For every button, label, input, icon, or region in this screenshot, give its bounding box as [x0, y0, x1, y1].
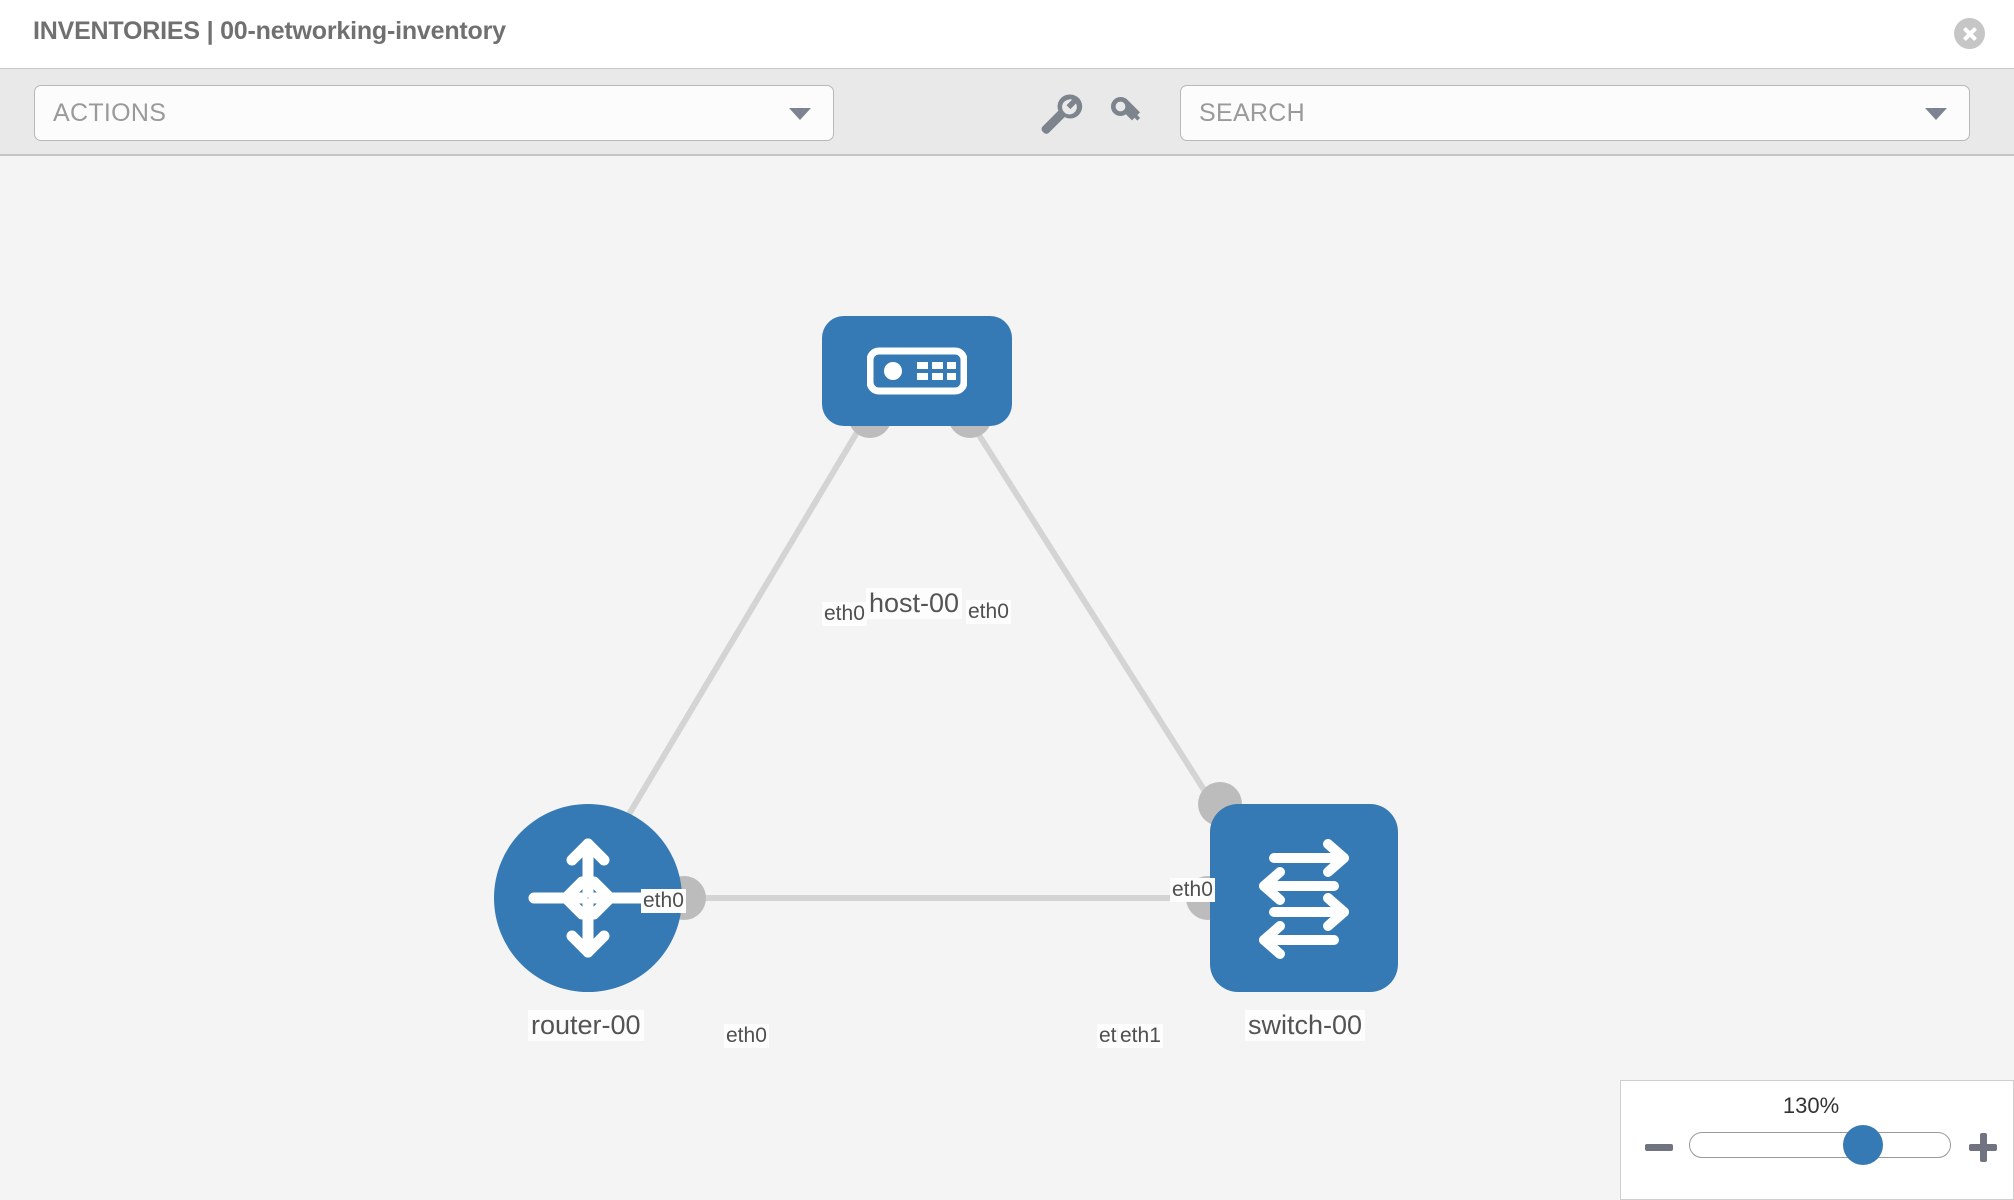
- if-label-host-left: eth0: [822, 602, 867, 626]
- link-host-router[interactable]: [607, 422, 865, 848]
- minus-icon: [1645, 1144, 1673, 1151]
- if-label-switch-left: eth1: [1118, 1024, 1163, 1048]
- actions-dropdown[interactable]: ACTIONS: [34, 85, 834, 141]
- search-placeholder: SEARCH: [1199, 99, 1305, 127]
- actions-dropdown-label: ACTIONS: [53, 99, 167, 127]
- node-host-00-label: host-00: [866, 588, 963, 619]
- key-icon[interactable]: [1104, 89, 1152, 137]
- zoom-level-value: 130%: [1782, 1093, 1840, 1118]
- node-host-00-shape: [822, 316, 1012, 426]
- zoom-out-button[interactable]: [1643, 1131, 1675, 1163]
- zoom-control-panel: 130%: [1620, 1080, 2014, 1200]
- node-host-00[interactable]: [822, 316, 1012, 426]
- plus-icon-vertical: [1979, 1133, 1987, 1162]
- node-switch-00-label: switch-00: [1245, 1010, 1366, 1041]
- switch-arrows-icon: [1259, 839, 1349, 959]
- toolbar: ACTIONS SEARCH: [0, 68, 2014, 156]
- page-header: INVENTORIES | 00-networking-inventory: [0, 0, 2014, 68]
- close-icon[interactable]: [1954, 18, 1985, 49]
- zoom-slider-track[interactable]: [1689, 1132, 1951, 1158]
- wrench-icon[interactable]: [1036, 89, 1084, 137]
- node-switch-00-shape: [1210, 804, 1398, 992]
- topology-links: [607, 422, 1235, 901]
- router-arrows-icon: [528, 838, 648, 958]
- if-label-router-up: eth0: [641, 889, 686, 913]
- zoom-in-button[interactable]: [1967, 1131, 1999, 1163]
- if-label-host-right: eth0: [966, 600, 1011, 624]
- if-label-switch-up: eth0: [1170, 878, 1215, 902]
- topology-canvas[interactable]: host-00 router-00: [0, 156, 2014, 1200]
- link-host-switch[interactable]: [969, 422, 1235, 836]
- page-title: INVENTORIES | 00-networking-inventory: [33, 17, 506, 45]
- search-chevron-down-icon[interactable]: [1925, 108, 1947, 120]
- zoom-slider-thumb[interactable]: [1843, 1125, 1883, 1165]
- node-switch-00[interactable]: [1210, 804, 1398, 992]
- chevron-down-icon: [789, 108, 811, 120]
- search-input[interactable]: SEARCH: [1180, 85, 1970, 141]
- server-icon: [867, 347, 967, 395]
- node-router-00-label: router-00: [528, 1010, 644, 1041]
- if-label-router-right: eth0: [724, 1024, 769, 1048]
